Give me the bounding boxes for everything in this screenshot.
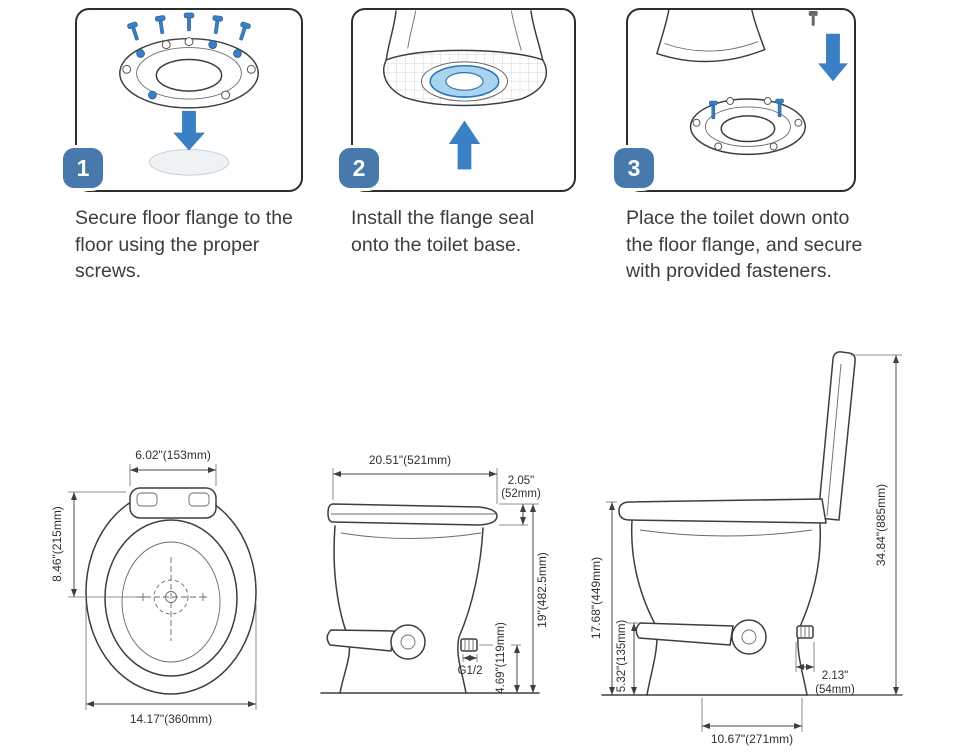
floor-hole — [148, 148, 230, 176]
dim-height-lid-open-label: 34.84"(885mm) — [874, 484, 888, 566]
dim-inlet-height-label: 4.69"(119mm) — [495, 622, 507, 694]
floor-flange — [119, 37, 259, 109]
water-inlet-fitting — [796, 625, 814, 639]
toilet-top-view-outline — [85, 487, 257, 695]
fastener-screw — [808, 10, 818, 26]
step2-caption: Install the flange seal onto the toilet … — [351, 207, 535, 256]
dim-base-depth-label: 10.67"(271mm) — [711, 732, 793, 746]
screws — [127, 12, 251, 41]
dim-depth-label: 20.51"(521mm) — [369, 453, 451, 467]
step1-caption: Secure floor flange to the floor using t… — [75, 207, 293, 283]
step3-panel: 3 — [614, 8, 856, 192]
dim-inlet-offset-label-2: (54mm) — [815, 684, 855, 696]
step2-number-badge: 2 — [339, 148, 379, 188]
inlet-thread-callout: G1/2 — [458, 654, 483, 677]
seat — [618, 498, 827, 524]
toilet-side-outline — [320, 503, 540, 694]
step3-number: 3 — [627, 154, 641, 181]
arrow-up-icon — [448, 120, 481, 170]
top-view-drawing: 6.02"(153mm) 8.46"(215mm) 14.17"(360mm) — [50, 448, 257, 726]
dim-inlet-offset-label-1: 2.13" — [822, 670, 848, 682]
step3-caption: Place the toilet down onto the floor fla… — [626, 207, 863, 283]
dim-base-depth: 10.67"(271mm) — [701, 698, 803, 746]
dim-depth-to-center: 8.46"(215mm) — [50, 491, 136, 598]
floor-flange — [689, 97, 807, 156]
flange-seal — [420, 61, 508, 102]
centerline-crosshair — [136, 557, 207, 641]
dim-hinge-width-label: 6.02"(153mm) — [135, 448, 211, 462]
flush-pedal — [326, 629, 395, 652]
step1-number-badge: 1 — [63, 148, 103, 188]
dim-seat-thickness-label-2: (52mm) — [501, 488, 541, 500]
dim-overall-width: 14.17"(360mm) — [85, 604, 257, 726]
side-view-open-drawing: 34.84"(885mm) 17.68"(449mm) 5.32"(135mm)… — [589, 351, 903, 746]
open-lid — [817, 351, 856, 521]
arrow-down-icon — [173, 110, 205, 151]
dim-seat-height: 17.68"(449mm) — [589, 501, 617, 695]
side-view-drawing: 20.51"(521mm) 2.05" (52mm) 19"(482.5mm) … — [320, 453, 549, 694]
water-inlet-fitting — [460, 638, 478, 652]
installed-screw-heads — [136, 40, 242, 100]
dim-pedal-height: 5.32"(135mm) — [616, 620, 638, 695]
dim-hinge-width: 6.02"(153mm) — [129, 448, 217, 486]
step3-number-badge: 3 — [614, 148, 654, 188]
dim-depth: 20.51"(521mm) — [332, 453, 498, 504]
step2-illustration-flange-seal — [383, 10, 547, 170]
dim-depth-to-center-label: 8.46"(215mm) — [50, 506, 64, 582]
dim-height-label: 19"(482.5mm) — [535, 552, 549, 628]
toilet-lid-open-outline — [601, 351, 903, 696]
provided-fasteners — [709, 98, 784, 120]
dim-seat-thickness-label-1: 2.05" — [508, 475, 534, 487]
step2-panel: 2 — [339, 8, 576, 192]
arrow-down-icon — [818, 33, 848, 82]
toilet-bottom — [656, 9, 766, 63]
dim-height-lid-open: 34.84"(885mm) — [808, 354, 902, 696]
dim-inlet-offset: 2.13" (54mm) — [795, 642, 855, 696]
step1-number: 1 — [76, 154, 90, 181]
inlet-thread-label: G1/2 — [458, 665, 483, 677]
step1-panel: 1 — [63, 8, 303, 192]
dim-inlet-height: 4.69"(119mm) — [479, 622, 521, 694]
step3-illustration-toilet-onto-flange — [656, 9, 848, 156]
dim-overall-width-label: 14.17"(360mm) — [130, 712, 212, 726]
flush-pedal — [635, 622, 734, 646]
step2-number: 2 — [352, 154, 366, 181]
dim-height: 19"(482.5mm) — [530, 504, 549, 693]
step1-illustration-floor-flange — [119, 12, 259, 176]
dim-seat-thickness: 2.05" (52mm) — [499, 475, 541, 526]
dim-seat-height-label: 17.68"(449mm) — [589, 557, 603, 639]
dim-pedal-height-label: 5.32"(135mm) — [616, 620, 628, 693]
